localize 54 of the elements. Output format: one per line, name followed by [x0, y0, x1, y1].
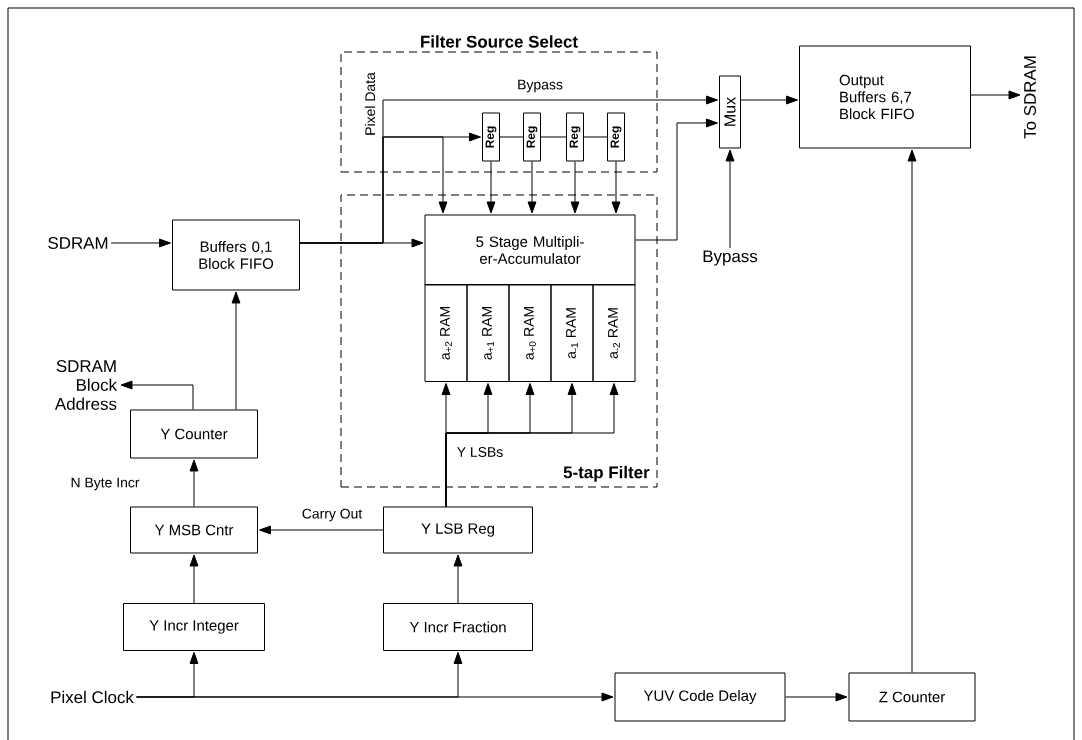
block-box: Output Buffers 6,7 Block FIFO — [799, 45, 971, 149]
block-box: Y Counter — [130, 409, 258, 459]
block-box: Y LSB Reg — [383, 506, 533, 554]
arrow — [299, 136, 448, 244]
register-box: Reg — [607, 112, 625, 162]
arrow — [445, 383, 619, 507]
signal-label: Pixel Clock — [51, 690, 134, 704]
ram-cell: a$_{+0}$ RAM — [508, 284, 552, 382]
mux-box: Mux — [719, 75, 741, 149]
arrow — [259, 525, 384, 535]
arrow — [231, 291, 241, 410]
arrow — [189, 554, 199, 604]
node-label: Filter Source Select — [421, 35, 578, 48]
block-box: Buffers 0,1 Block FIFO — [172, 219, 300, 291]
register-box: Reg — [523, 112, 541, 162]
arrow — [110, 238, 171, 248]
block-box: Y Incr Fraction — [383, 603, 533, 651]
arrow — [120, 380, 194, 410]
arrow — [453, 554, 463, 604]
arrow — [740, 95, 798, 105]
ram-cell: a$_{-2}$ RAM — [592, 284, 636, 382]
connector-line — [540, 136, 567, 138]
ram-cell: a$_{+2}$ RAM — [424, 284, 468, 382]
signal-label: SDRAM — [48, 237, 108, 249]
block-box: Z Counter — [848, 672, 976, 722]
edge-label: Carry Out — [300, 507, 364, 523]
signal-label: SDRAM Block Address — [54, 360, 118, 410]
signal-label: Bypass — [703, 250, 758, 266]
connector-line — [583, 136, 608, 138]
block-box: Y Incr Integer — [123, 603, 265, 651]
signal-label: To SDRAM — [1024, 56, 1036, 139]
arrow — [570, 161, 580, 214]
register-box: Reg — [566, 112, 584, 162]
block-box: Y MSB Cntr — [130, 506, 258, 554]
arrow — [189, 459, 199, 507]
bus-label: Y LSBs — [457, 447, 503, 457]
edge-label: N Byte Incr — [69, 476, 141, 492]
register-box: Reg — [482, 112, 500, 162]
arrow — [635, 118, 718, 241]
edge-label: Bypass — [516, 78, 564, 94]
arrow — [785, 692, 848, 702]
ram-cell: a$_{+1}$ RAM — [466, 284, 510, 382]
ram-cell: a$_{-1}$ RAM — [550, 284, 594, 382]
arrow — [611, 161, 621, 214]
arrow — [486, 161, 496, 214]
arrow — [970, 90, 1021, 100]
connector-line — [499, 136, 524, 138]
arrow — [907, 149, 917, 673]
block-box: YUV Code Delay — [614, 672, 786, 722]
block-box: 5 Stage Multipli- er-Accumulator — [424, 214, 636, 286]
arrow — [527, 161, 537, 214]
arrow — [135, 692, 614, 702]
arrow — [725, 149, 735, 249]
edge-label: Pixel Data — [363, 71, 377, 137]
